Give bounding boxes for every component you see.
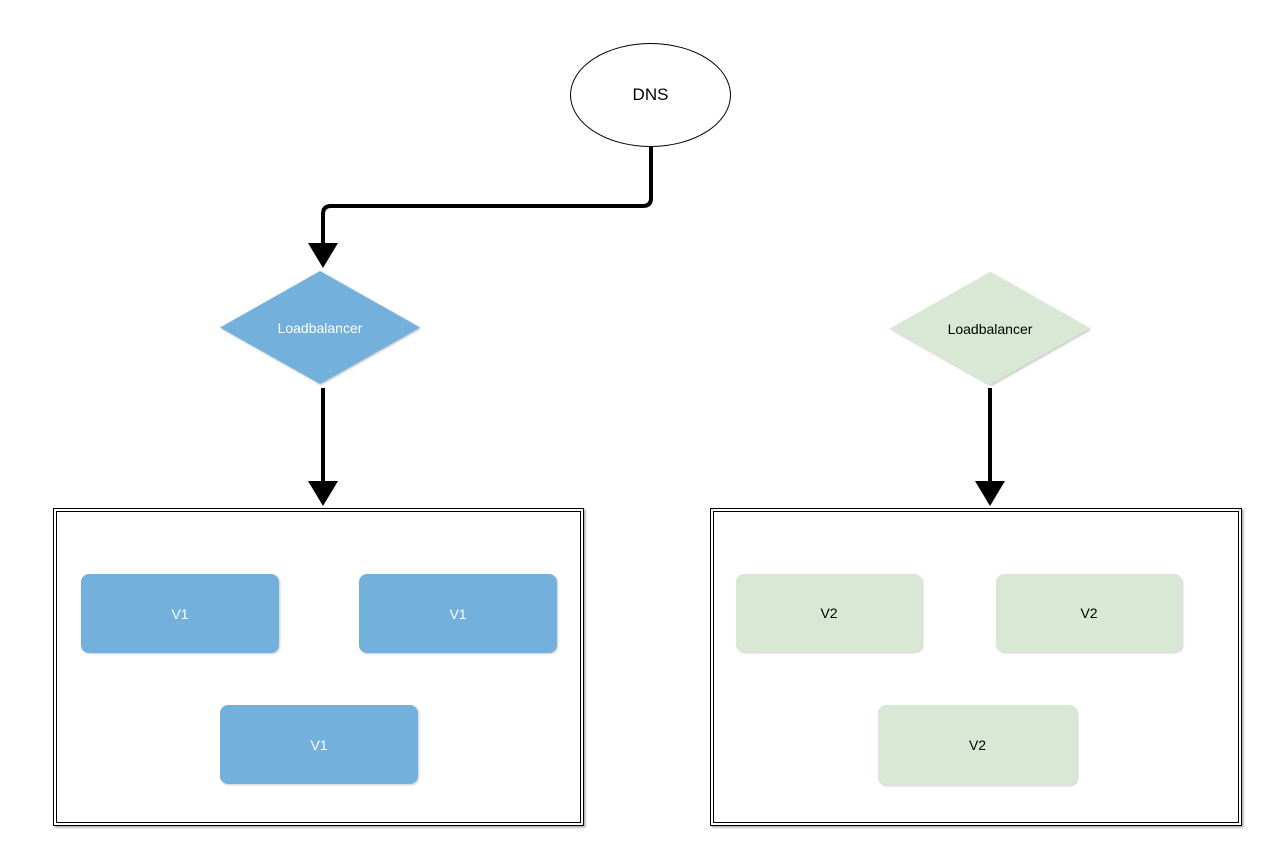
v2-node-3-label: V2 — [968, 737, 987, 753]
dns-node: DNS — [570, 43, 731, 147]
dns-node-label: DNS — [632, 85, 669, 104]
v1-node-3-label: V1 — [310, 736, 328, 753]
right-loadbalancer-node: Loadbalancer — [890, 272, 1090, 385]
v1-node-2-label: V1 — [449, 605, 467, 622]
v2-node-1: V2 — [736, 574, 922, 652]
v2-node-1-label: V2 — [820, 605, 838, 621]
v1-node-2: V1 — [359, 574, 557, 653]
v2-node-2-label: V2 — [1080, 605, 1098, 621]
right-loadbalancer-label: Loadbalancer — [947, 320, 1033, 337]
arrowhead-into-left-loadbalancer — [308, 243, 338, 268]
v1-node-1-label: V1 — [171, 605, 189, 622]
v1-node-1: V1 — [81, 574, 279, 653]
arrowhead-into-v1-box — [308, 481, 338, 506]
v2-node-2: V2 — [996, 574, 1182, 652]
left-loadbalancer-label: Loadbalancer — [277, 319, 363, 336]
connector-dns-to-left-loadbalancer — [321, 146, 653, 245]
arrowhead-into-v2-box — [975, 481, 1005, 506]
v2-node-3: V2 — [878, 705, 1077, 785]
left-loadbalancer-node: Loadbalancer — [220, 271, 420, 384]
v1-node-3: V1 — [220, 705, 418, 784]
